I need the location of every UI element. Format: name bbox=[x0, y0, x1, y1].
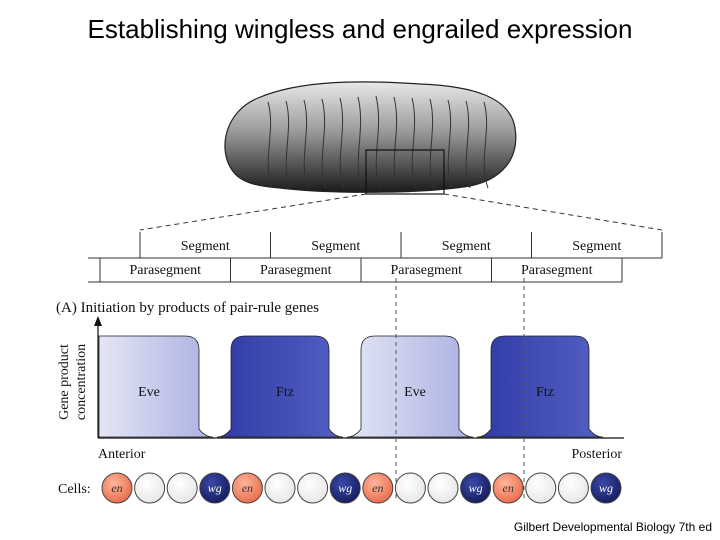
embryo-segment-stripe bbox=[429, 98, 435, 189]
parasegment-label: Parasegment bbox=[129, 263, 201, 278]
cell-wg bbox=[199, 472, 231, 504]
embryo-segment-stripe bbox=[267, 101, 273, 189]
expression-band-eve bbox=[98, 335, 214, 438]
embryo-zoom-box bbox=[365, 149, 445, 195]
expression-band-ftz bbox=[476, 335, 604, 438]
cell-en bbox=[101, 472, 133, 504]
embryo-segment-stripe bbox=[285, 100, 291, 189]
cell-blank bbox=[427, 472, 459, 504]
band-label: Ftz bbox=[276, 385, 294, 400]
anterior-label: Anterior bbox=[98, 447, 146, 462]
embryo-illustration bbox=[224, 81, 517, 195]
expression-band-eve bbox=[346, 335, 474, 438]
cell-blank bbox=[166, 472, 198, 504]
cell-wg bbox=[590, 472, 622, 504]
embryo-segment-stripe bbox=[321, 98, 327, 189]
y-axis-arrow bbox=[94, 316, 102, 326]
page-title: Establishing wingless and engrailed expr… bbox=[87, 14, 633, 44]
cells-row: en wg en wg en wg en wg bbox=[101, 472, 622, 504]
segment-label: Segment bbox=[311, 239, 360, 254]
band-label: Eve bbox=[404, 385, 426, 400]
parasegment-label: Parasegment bbox=[260, 263, 332, 278]
embryo-segment-stripe bbox=[483, 101, 489, 189]
cell-blank bbox=[264, 472, 296, 504]
cell-blank bbox=[525, 472, 557, 504]
expression-band-ftz bbox=[216, 335, 344, 438]
embryo-segment-stripe bbox=[375, 95, 381, 189]
cell-label: en bbox=[372, 481, 383, 495]
embryo-segment-stripe bbox=[465, 100, 471, 189]
cells-label: Cells: bbox=[58, 482, 91, 497]
cell-wg bbox=[460, 472, 492, 504]
cell-en bbox=[492, 472, 524, 504]
cell-blank bbox=[134, 472, 166, 504]
source-caption: Gilbert Developmental Biology 7th ed bbox=[513, 520, 712, 534]
panel-heading: (A) Initiation by products of pair-rule … bbox=[56, 300, 319, 316]
cell-label: wg bbox=[469, 481, 483, 495]
posterior-label: Posterior bbox=[571, 447, 622, 462]
parasegment-label: Parasegment bbox=[390, 263, 462, 278]
cell-label: en bbox=[111, 481, 122, 495]
embryo-segment-stripe bbox=[411, 97, 417, 189]
cell-blank bbox=[394, 472, 426, 504]
cell-wg bbox=[329, 472, 361, 504]
cell-label: en bbox=[242, 481, 253, 495]
y-axis-label-line2: concentration bbox=[74, 344, 89, 420]
segment-label: Segment bbox=[442, 239, 491, 254]
embryo-body bbox=[224, 81, 517, 193]
segment-label: Segment bbox=[181, 239, 230, 254]
segment-row: Segment Segment Segment Segment bbox=[88, 232, 663, 259]
band-label: Eve bbox=[138, 385, 160, 400]
embryo-segment-stripe bbox=[339, 97, 345, 189]
embryo-segment-stripe bbox=[393, 96, 399, 189]
segment-label: Segment bbox=[572, 239, 621, 254]
band-label: Ftz bbox=[536, 385, 554, 400]
embryo-segment-stripe bbox=[357, 96, 363, 189]
zoom-line-right bbox=[443, 193, 663, 231]
embryo-segment-stripe bbox=[447, 99, 453, 189]
cell-label: wg bbox=[599, 481, 613, 495]
cell-en bbox=[231, 472, 263, 504]
cell-label: wg bbox=[338, 481, 352, 495]
cell-en bbox=[362, 472, 394, 504]
expression-bands: Eve Ftz Eve Ftz bbox=[98, 335, 604, 438]
parasegment-label: Parasegment bbox=[521, 263, 593, 278]
y-axis-label-line1: Gene product bbox=[57, 344, 72, 420]
zoom-line-left bbox=[139, 193, 367, 231]
cell-blank bbox=[557, 472, 589, 504]
cell-blank bbox=[297, 472, 329, 504]
y-axis-label: Gene product concentration bbox=[57, 344, 89, 420]
cell-label: wg bbox=[208, 481, 222, 495]
cell-label: en bbox=[503, 481, 514, 495]
embryo-segment-stripe bbox=[303, 99, 309, 189]
parasegment-row: Parasegment Parasegment Parasegment Paraseg… bbox=[88, 258, 623, 283]
